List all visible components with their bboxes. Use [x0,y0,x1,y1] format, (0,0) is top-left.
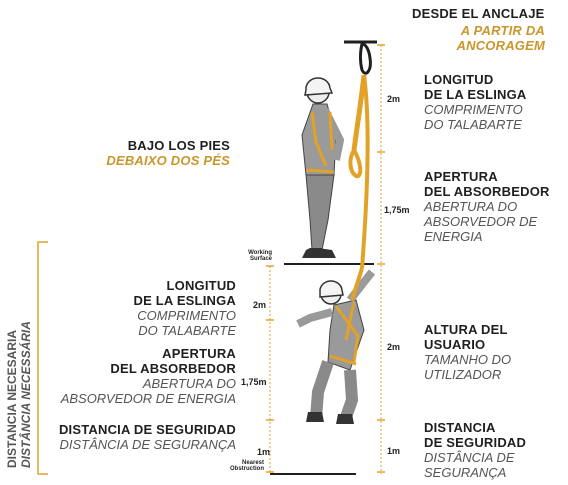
right-dim-lanyard: 2m [387,94,401,104]
left-lanyard-pt-1: COMPRIMENTO [137,308,236,323]
left-absorber-line-2: DEL ABSORBEDOR [110,361,236,376]
right-lanyard-pt-1: COMPRIMENTO [424,102,523,117]
right-absorber-pt-3: ENERGIA [424,229,483,244]
required-distance-label-pt: DISTÂNCIA NECESSÁRIA [19,321,33,468]
right-user-pt-1: TAMANHO DO [424,352,512,367]
right-dimension-ticks [377,44,385,473]
right-user-line-1: ALTURA DEL [424,322,508,337]
left-lanyard-pt-2: DO TALABARTE [138,323,236,338]
right-absorber-line-2: DEL ABSORBEDOR [424,184,550,199]
left-safety-pt-1: DISTÂNCIA DE SEGURANÇA [59,437,237,452]
right-user-height-label: ALTURA DEL USUARIO TAMANHO DO UTILIZADOR [424,322,511,382]
right-safety-label: DISTANCIA DE SEGURIDAD DISTÂNCIA DE SEGU… [424,420,526,480]
right-safety-pt-1: DISTÂNCIA DE [424,450,515,465]
falling-worker [296,267,376,424]
left-lanyard-line-2: DE LA ESLINGA [133,293,236,308]
left-dim-absorber: 1,75m [241,377,267,387]
working-surface-line-2: Surface [249,256,272,262]
left-absorber-pt-2: ABSORVEDOR DE ENERGIA [60,391,236,406]
left-safety-line-1: DISTANCIA DE SEGURIDAD [58,422,236,437]
right-safety-line-1: DISTANCIA [424,420,496,435]
from-anchor-subtitle-1: A PARTIR DA [460,23,545,38]
obstruction-line-1: Nearest [241,460,264,466]
required-distance-label-es: DISTANCIA NECESARIA [5,329,19,468]
working-surface-line-1: Working [248,250,272,256]
right-dim-absorber: 1,75m [384,205,410,215]
left-absorber-label: APERTURA DEL ABSORBEDOR ABERTURA DO ABSO… [40,346,236,406]
right-absorber-pt-2: ABSORVEDOR DE [424,214,538,229]
obstruction-line-2: Obstruction [230,466,264,472]
left-dim-lanyard: 2m [253,300,267,310]
required-distance-bracket [37,241,48,475]
right-safety-pt-2: SEGURANÇA [424,465,507,480]
right-absorber-line-1: APERTURA [424,169,498,184]
left-absorber-line-1: APERTURA [162,346,236,361]
right-lanyard-line-2: DE LA ESLINGA [424,87,527,102]
right-user-line-2: USUARIO [424,337,486,352]
right-dim-user: 2m [387,342,401,352]
left-dim-safety: 1m [257,447,271,457]
from-anchor-subtitle-2: ANCORAGEM [456,38,545,53]
left-dimension-ticks [266,265,274,473]
from-anchor-title: DESDE EL ANCLAJE [412,6,545,21]
right-user-pt-2: UTILIZADOR [424,367,502,382]
right-lanyard-line-1: LONGITUD [424,72,494,87]
under-feet-title: BAJO LOS PIES [127,138,230,153]
right-safety-line-2: DE SEGURIDAD [424,435,527,450]
right-absorber-label: APERTURA DEL ABSORBEDOR ABERTURA DO ABSO… [424,169,550,244]
right-dim-safety: 1m [387,446,401,456]
right-lanyard-label: LONGITUD DE LA ESLINGA COMPRIMENTO DO TA… [424,72,527,132]
right-absorber-pt-1: ABERTURA DO [424,199,518,214]
right-lanyard-pt-2: DO TALABARTE [424,117,522,132]
lanyard [348,42,372,269]
standing-worker [301,77,345,258]
nearest-obstruction-label: Nearest Obstruction [214,460,264,472]
working-surface-label: Working Surface [224,250,272,262]
left-safety-label: DISTANCIA DE SEGURIDAD DISTÂNCIA DE SEGU… [40,422,236,452]
left-absorber-pt-1: ABERTURA DO [142,376,236,391]
left-lanyard-label: LONGITUD DE LA ESLINGA COMPRIMENTO DO TA… [40,278,236,338]
left-lanyard-line-1: LONGITUD [166,278,236,293]
under-feet-subtitle: DEBAIXO DOS PÉS [106,153,230,168]
